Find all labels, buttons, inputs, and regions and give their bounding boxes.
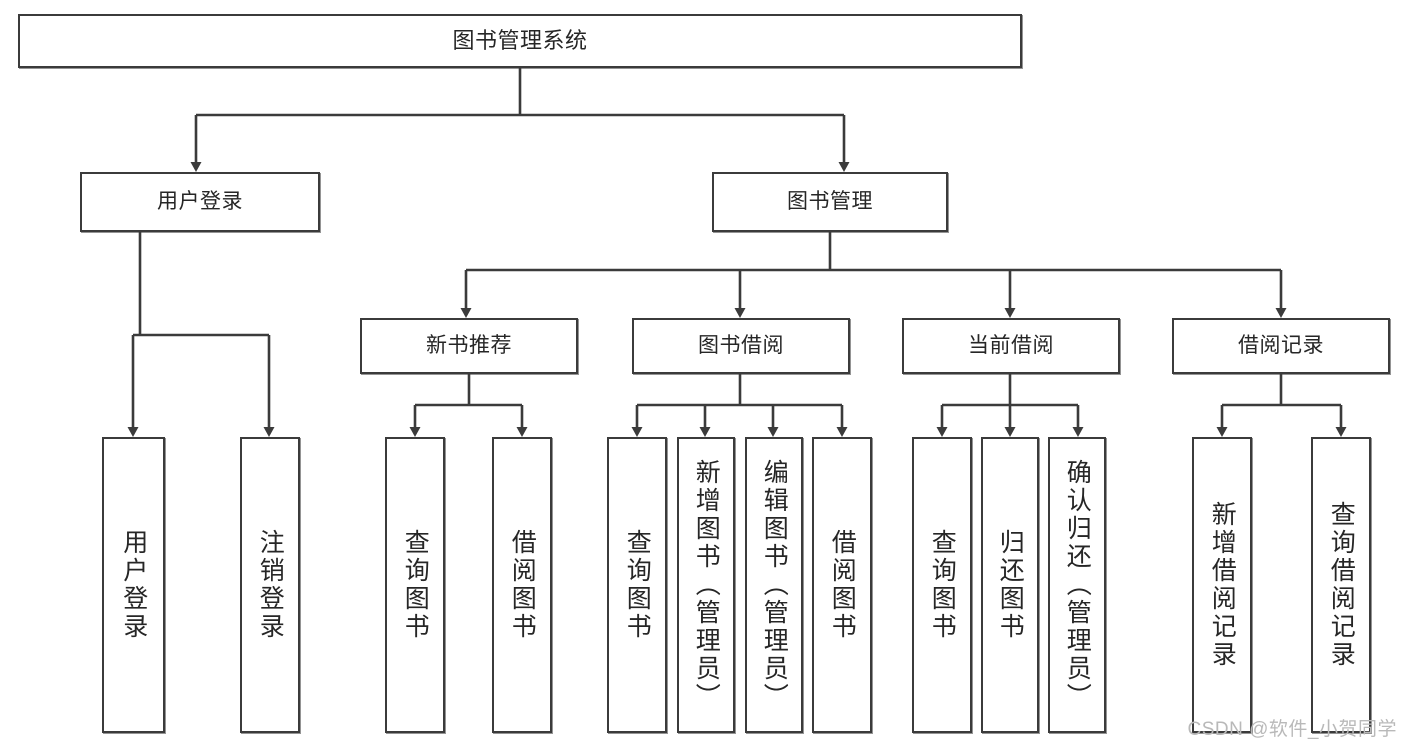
node-label: 注销登录 (256, 529, 285, 641)
node-leaf-return-book[interactable]: 归还图书 (981, 437, 1039, 733)
node-leaf-logout-login[interactable]: 注销登录 (240, 437, 300, 733)
node-leaf-query-book-borrow[interactable]: 查询图书 (607, 437, 667, 733)
node-current-borrow[interactable]: 当前借阅 (902, 318, 1120, 374)
node-leaf-user-login[interactable]: 用户登录 (102, 437, 165, 733)
node-label: 编辑图书（管理员） (760, 459, 789, 711)
node-label: 查询图书 (928, 529, 957, 641)
node-new-book-recommend[interactable]: 新书推荐 (360, 318, 578, 374)
node-user-login[interactable]: 用户登录 (80, 172, 320, 232)
node-borrow-record[interactable]: 借阅记录 (1172, 318, 1390, 374)
node-root-book-management-system[interactable]: 图书管理系统 (18, 14, 1022, 68)
node-label: 确认归还（管理员） (1063, 459, 1092, 711)
node-leaf-confirm-return-admin[interactable]: 确认归还（管理员） (1048, 437, 1106, 733)
node-label: 用户登录 (119, 529, 148, 641)
node-leaf-edit-book-admin[interactable]: 编辑图书（管理员） (745, 437, 803, 733)
node-label: 查询图书 (623, 529, 652, 641)
node-book-borrow[interactable]: 图书借阅 (632, 318, 850, 374)
node-label: 新书推荐 (426, 333, 512, 357)
watermark: CSDN @软件_小贺同学 (1187, 719, 1397, 740)
node-label: 新增图书（管理员） (692, 459, 721, 711)
node-label: 查询借阅记录 (1327, 501, 1356, 669)
node-label: 图书借阅 (698, 333, 784, 357)
node-label: 图书管理 (787, 189, 873, 213)
node-label: 借阅记录 (1238, 333, 1324, 357)
node-label: 新增借阅记录 (1208, 501, 1237, 669)
node-leaf-query-borrow-record[interactable]: 查询借阅记录 (1311, 437, 1371, 733)
node-leaf-query-book-current[interactable]: 查询图书 (912, 437, 972, 733)
node-leaf-query-book-recommend[interactable]: 查询图书 (385, 437, 445, 733)
node-label: 图书管理系统 (452, 28, 588, 54)
node-label: 借阅图书 (508, 529, 537, 641)
node-label: 借阅图书 (828, 529, 857, 641)
node-leaf-add-borrow-record[interactable]: 新增借阅记录 (1192, 437, 1252, 733)
node-label: 用户登录 (157, 189, 243, 213)
node-leaf-borrow-book[interactable]: 借阅图书 (812, 437, 872, 733)
node-leaf-add-book-admin[interactable]: 新增图书（管理员） (677, 437, 735, 733)
node-label: 当前借阅 (968, 333, 1054, 357)
node-label: 查询图书 (401, 529, 430, 641)
node-leaf-borrow-book-recommend[interactable]: 借阅图书 (492, 437, 552, 733)
node-label: 归还图书 (996, 529, 1025, 641)
node-book-management[interactable]: 图书管理 (712, 172, 948, 232)
